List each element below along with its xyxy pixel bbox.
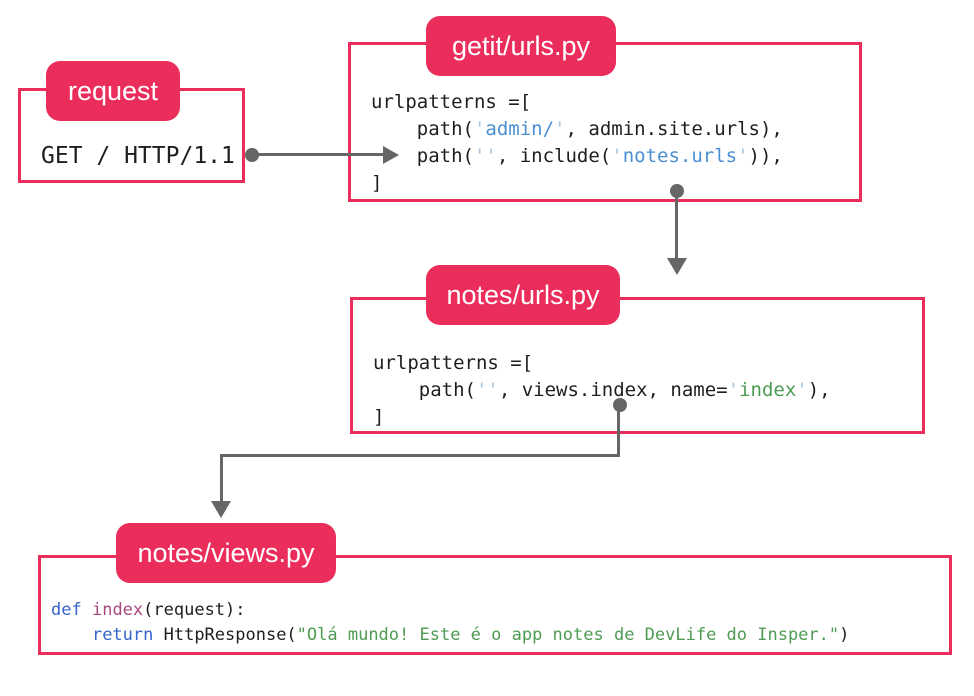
notes-views-badge-label: notes/views.py	[137, 537, 315, 568]
notes-views-code: def index(request): return HttpResponse(…	[51, 600, 850, 645]
request-box: request GET / HTTP/1.1	[18, 61, 245, 183]
notes-urls-badge: notes/urls.py	[426, 265, 620, 325]
arrow-line-segment-left	[220, 454, 620, 457]
notes-urls-code: urlpatterns =[ path('', views.index, nam…	[373, 352, 831, 428]
arrowhead-right-icon	[383, 146, 399, 164]
notes-views-badge: notes/views.py	[116, 523, 336, 583]
request-badge-label: request	[67, 75, 159, 106]
arrowhead-down-icon	[211, 501, 231, 518]
notes-urls-box: notes/urls.py urlpatterns =[ path('', vi…	[350, 265, 925, 434]
arrow-line-segment-down	[617, 405, 620, 457]
arrow-line-segment-down2	[220, 454, 223, 502]
arrow-start-dot	[613, 398, 627, 412]
notes-views-box: notes/views.py def index(request): retur…	[38, 523, 952, 655]
arrow-line	[252, 153, 384, 156]
getit-urls-badge-label: getit/urls.py	[451, 30, 591, 61]
getit-urls-badge: getit/urls.py	[426, 16, 616, 76]
getit-urls-box: getit/urls.py urlpatterns =[ path('admin…	[348, 16, 862, 202]
notes-urls-badge-label: notes/urls.py	[446, 279, 600, 310]
arrow-line	[675, 191, 678, 259]
getit-urls-code: urlpatterns =[ path('admin/', admin.site…	[371, 91, 783, 194]
arrowhead-down-icon	[667, 258, 687, 275]
request-code: GET / HTTP/1.1	[41, 143, 235, 169]
request-badge: request	[46, 61, 180, 121]
